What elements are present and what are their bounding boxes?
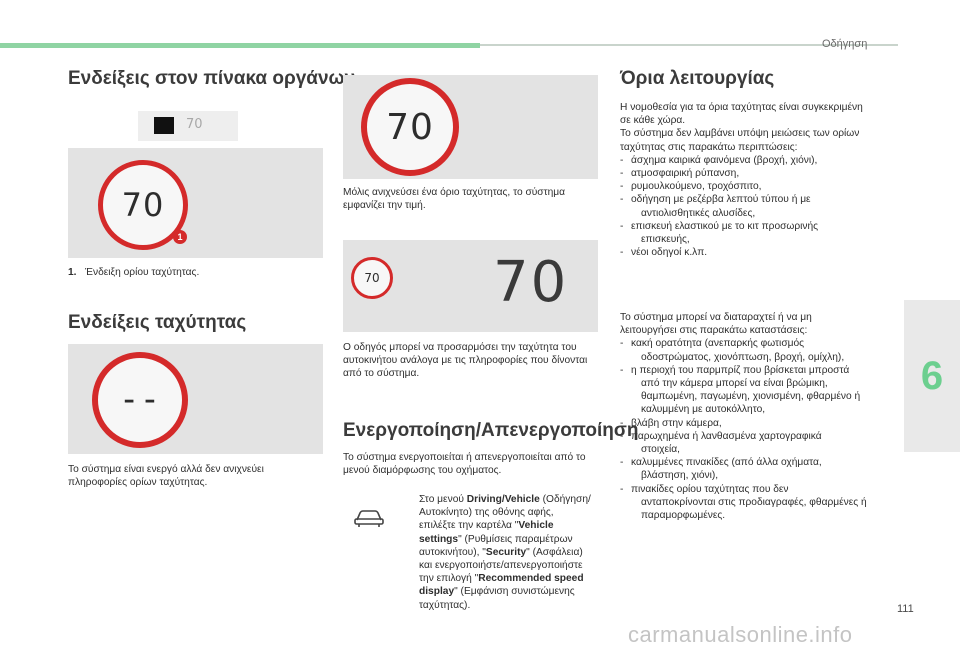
mini-display-value: 70	[186, 117, 203, 132]
para-legislation: Η νομοθεσία για τα όρια ταχύτητας είναι …	[620, 101, 890, 260]
menu-line: αυτοκινήτου), "Security" (Ασφάλεια)	[419, 546, 583, 558]
large-speed-display: 70	[493, 250, 569, 315]
para-activation: Το σύστημα ενεργοποιείται ή απενεργοποιε…	[343, 451, 586, 477]
speed-limit-sign-empty: – –	[92, 352, 188, 448]
para-line: Η νομοθεσία για τα όρια ταχύτητας είναι …	[620, 102, 863, 113]
chapter-number: 6	[920, 353, 944, 398]
disturbance-list: κακή ορατότητα (ανεπαρκής φωτισμόςοδοστρ…	[620, 337, 890, 522]
menu-instructions: Στο μενού Driving/Vehicle (Οδήγηση/ Αυτο…	[419, 493, 599, 612]
para-line: σε κάθε χώρα.	[620, 115, 686, 127]
limits-list: άσχημα καιρικά φαινόμενα (βροχή, χιόνι),…	[620, 154, 890, 260]
speed-limit-sign-small: 70	[351, 257, 393, 299]
para-line: Το σύστημα είναι ενεργό αλλά δεν ανιχνεύ…	[68, 464, 264, 475]
para-line: Το σύστημα δεν λαμβάνει υπόψη μειώσεις τ…	[620, 128, 860, 140]
menu-line: Στο μενού Driving/Vehicle (Οδήγηση/	[419, 494, 591, 505]
watermark: carmanualsonline.info	[628, 622, 853, 647]
menu-line: την επιλογή "Recommended speed	[419, 573, 584, 585]
menu-line: settings" (Ρυθμίσεις παραμέτρων	[419, 533, 573, 545]
vehicle-icon	[354, 510, 384, 527]
para-driver-adjust: Ο οδηγός μπορεί να προσαρμόσει την ταχύτ…	[343, 341, 587, 381]
sign-panel-3: 70	[343, 75, 598, 179]
callout-badge: 1	[173, 230, 187, 244]
sign-panel-2: – –	[68, 344, 323, 454]
list-item: άσχημα καιρικά φαινόμενα (βροχή, χιόνι),	[620, 154, 890, 167]
caption-number: 1.	[68, 267, 77, 278]
list-item: πινακίδες ορίου ταχύτητας που δενανταποκ…	[620, 483, 890, 523]
speed-limit-value-3: 70	[386, 106, 434, 148]
list-item: παρωχημένα ή λανθασμένα χαρτογραφικάστοι…	[620, 430, 890, 456]
list-item: επισκευή ελαστικού με το κιτ προσωρινήςε…	[620, 220, 890, 246]
para-line: μενού διαμόρφωσης του οχήματος.	[343, 465, 502, 477]
title-instrument-panel: Ενδείξεις στον πίνακα οργάνων	[68, 68, 356, 89]
list-item: ατμοσφαιρική ρύπανση,	[620, 167, 890, 180]
para-line: Ο οδηγός μπορεί να προσαρμόσει την ταχύτ…	[343, 342, 577, 353]
menu-line: και ενεργοποιήστε/απενεργοποιήστε	[419, 560, 583, 572]
title-operating-limits: Όρια λειτουργίας	[620, 68, 775, 89]
display-black-block	[154, 117, 174, 134]
para-line: λειτουργήσει στις παρακάτω καταστάσεις:	[620, 325, 808, 337]
list-item: νέοι οδηγοί κ.λπ.	[620, 246, 890, 259]
list-item: ρυμουλκούμενο, τροχόσπιτο,	[620, 180, 890, 193]
speed-limit-placeholder: – –	[123, 387, 157, 413]
speed-limit-value-1: 70	[121, 186, 165, 224]
caption: 1. Ένδειξη ορίου ταχύτητας.	[68, 266, 199, 279]
mini-instrument-display: 70	[138, 111, 238, 141]
list-item: η περιοχή του παρμπρίζ που βρίσκεται μπρ…	[620, 364, 890, 417]
section-header: Οδήγηση	[822, 38, 868, 50]
speed-limit-sign-3: 70	[361, 78, 459, 176]
menu-line: Αυτοκίνητο) της οθόνης αφής,	[419, 507, 554, 519]
header-rule	[480, 44, 898, 46]
speed-limit-value-small: 70	[364, 271, 380, 285]
sign-panel-4: 70 70	[343, 240, 598, 332]
para-system-active: Το σύστημα είναι ενεργό αλλά δεν ανιχνεύ…	[68, 463, 264, 489]
menu-line: display" (Εμφάνιση συνιστώμενης	[419, 586, 575, 598]
menu-line: επιλέξτε την καρτέλα "Vehicle	[419, 520, 554, 532]
para-line: από το σύστημα.	[343, 368, 420, 380]
title-speed-indications: Ενδείξεις ταχύτητας	[68, 312, 247, 333]
para-line: εμφανίζει την τιμή.	[343, 200, 426, 212]
para-line: αυτοκινήτου ανάλογα με τις πληροφορίες π…	[343, 355, 588, 367]
para-disturbances: Το σύστημα μπορεί να διαταραχτεί ή να μη…	[620, 311, 890, 522]
sign-panel-1: 70 1	[68, 148, 323, 258]
page-number: 111	[897, 603, 914, 615]
menu-line: ταχύτητας).	[419, 599, 471, 611]
list-item: κακή ορατότητα (ανεπαρκής φωτισμόςοδοστρ…	[620, 337, 890, 363]
para-line: Μόλις ανιχνεύσει ένα όριο ταχύτητας, το …	[343, 187, 566, 198]
para-line: Το σύστημα μπορεί να διαταραχτεί ή να μη	[620, 312, 812, 323]
caption-text: Ένδειξη ορίου ταχύτητας.	[85, 267, 200, 278]
title-activation: Ενεργοποίηση/Απενεργοποίηση	[343, 420, 639, 441]
chapter-tab: 6	[904, 300, 960, 452]
para-line: πληροφορίες ορίων ταχύτητας.	[68, 477, 208, 489]
header-accent-bar	[0, 43, 480, 48]
list-item: οδήγηση με ρεζέρβα λεπτού τύπου ή μεαντι…	[620, 193, 890, 219]
para-line: ταχύτητας στις παρακάτω περιπτώσεις:	[620, 141, 798, 153]
list-item: καλυμμένες πινακίδες (από άλλα οχήματα,β…	[620, 456, 890, 482]
para-detection: Μόλις ανιχνεύσει ένα όριο ταχύτητας, το …	[343, 186, 565, 212]
para-line: Το σύστημα ενεργοποιείται ή απενεργοποιε…	[343, 452, 586, 463]
list-item: βλάβη στην κάμερα,	[620, 417, 890, 430]
